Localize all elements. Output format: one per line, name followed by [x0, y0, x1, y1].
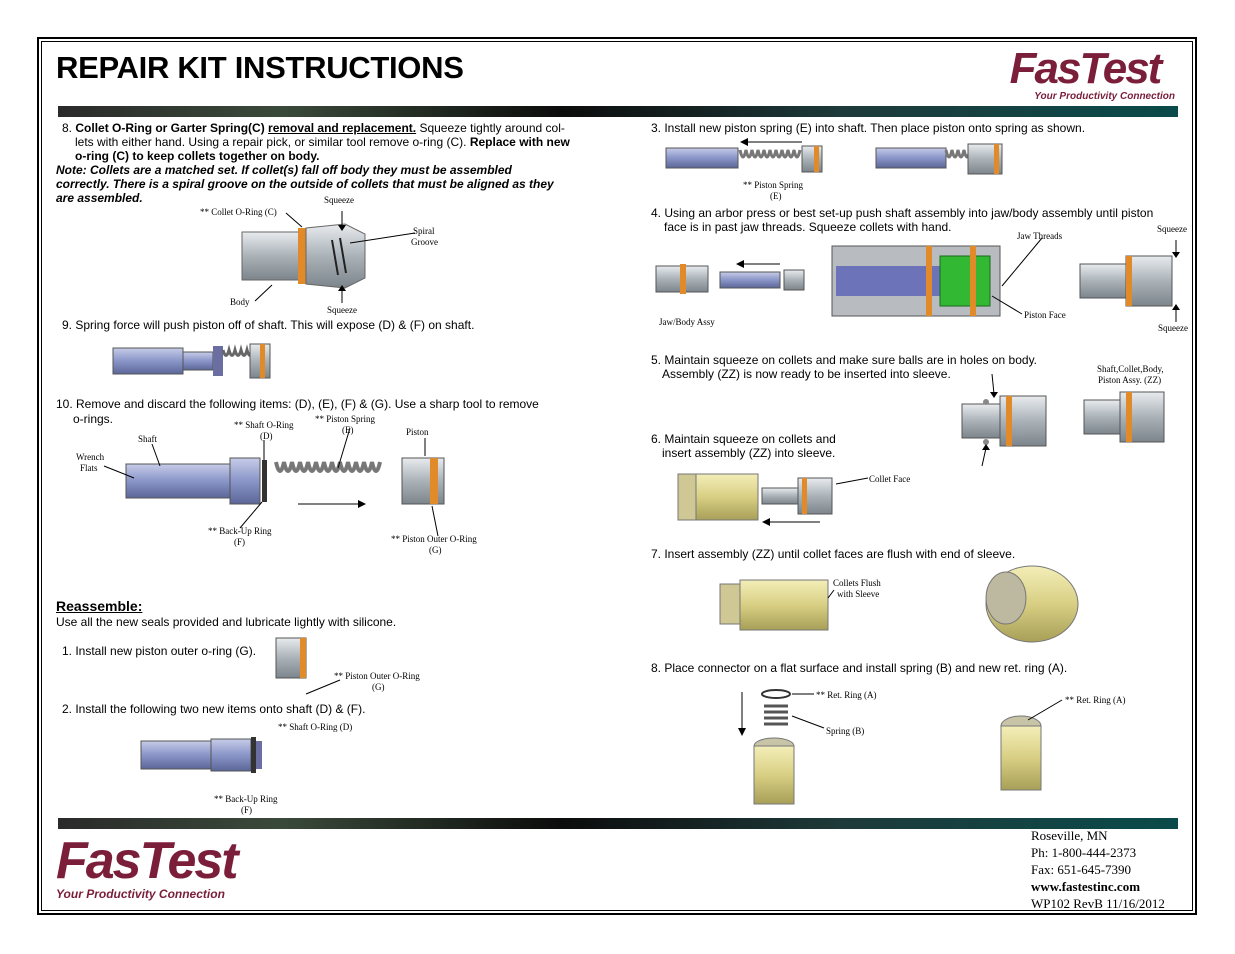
- step8-underline: removal and replacement.: [268, 121, 417, 135]
- label-piston-outer-g: (G): [429, 545, 442, 555]
- label-backup-ring: ** Back-Up Ring: [208, 526, 272, 536]
- label-step4-squeeze-top: Squeeze: [1157, 224, 1187, 234]
- label-step2-f: ** Back-Up Ring: [214, 794, 278, 804]
- collet-note: Note: Collets are a matched set. If coll…: [56, 163, 616, 205]
- label-squeeze-top: Squeeze: [324, 195, 354, 205]
- reassemble-step2: 2. Install the following two new items o…: [62, 702, 366, 716]
- step4-illustration: [655, 237, 1180, 322]
- label-shaft: Shaft: [138, 434, 157, 444]
- step6-line2: insert assembly (ZZ) into sleeve.: [662, 446, 836, 460]
- step8-right-text: 8. Place connector on a flat surface and…: [651, 661, 1068, 675]
- footer-doc-number: WP102 RevB 11/16/2012: [1031, 896, 1165, 911]
- footer-phone: Ph: 1-800-444-2373: [1031, 845, 1137, 860]
- label-step4-squeeze-bottom: Squeeze: [1158, 323, 1188, 333]
- brand-logo-top: FasTest Your Productivity Connection: [995, 46, 1175, 106]
- label-ret-ring-2: ** Ret. Ring (A): [1065, 695, 1126, 705]
- shaft-piston-illustration: [112, 343, 271, 379]
- step3-illustration: [665, 138, 1003, 175]
- label-collet-face: Collet Face: [869, 474, 911, 484]
- note-line-2: correctly. There is a spiral groove on t…: [56, 177, 554, 191]
- footer-city: Roseville, MN: [1031, 828, 1108, 843]
- step4-line1: 4. Using an arbor press or best set-up p…: [651, 206, 1154, 220]
- label-piston-spring-e: (E): [342, 425, 354, 435]
- page-border-inner: [41, 41, 1193, 911]
- page-title: REPAIR KIT INSTRUCTIONS: [56, 50, 464, 85]
- label-step2-d: ** Shaft O-Ring (D): [278, 722, 353, 732]
- footer-contact: Roseville, MN Ph: 1-800-444-2373 Fax: 65…: [1031, 827, 1181, 912]
- label-collets-flush: Collets Flush: [833, 578, 881, 588]
- step6-line1: 6. Maintain squeeze on collets and: [651, 432, 836, 446]
- step8-arrows: [254, 211, 416, 303]
- collet-oring-illustration: [241, 223, 366, 289]
- label-collet-oring: ** Collet O-Ring (C): [200, 207, 277, 217]
- label-piston-spring: ** Piston Spring: [315, 414, 376, 424]
- label-zz-2: Piston Assy. (ZZ): [1098, 375, 1162, 385]
- label-jaw-threads: Jaw Threads: [1017, 231, 1063, 241]
- label-shaft-oring: ** Shaft O-Ring: [234, 420, 294, 430]
- step-number: 8.: [62, 121, 73, 135]
- label-jaw-body: Jaw/Body Assy: [659, 317, 715, 327]
- label-ret-ring: ** Ret. Ring (A): [816, 690, 877, 700]
- step8-text-a: Squeeze tightly around col-: [419, 121, 565, 135]
- label-spring-b: Spring (B): [826, 726, 865, 736]
- label-squeeze-bottom: Squeeze: [327, 305, 357, 315]
- brand-logo-footer: FasTest Your Productivity Connection: [56, 835, 246, 901]
- step6-illustration: [677, 473, 869, 526]
- step8-title: Collet O-Ring or Garter Spring(C): [75, 121, 265, 135]
- header-divider: [58, 106, 1178, 117]
- label-with-sleeve: with Sleeve: [837, 589, 880, 599]
- reassemble-step1: 1. Install new piston outer o-ring (G).: [62, 644, 257, 658]
- label-flats: Flats: [80, 463, 98, 473]
- label-piston: Piston: [406, 427, 429, 437]
- step7-illustration: [719, 565, 1079, 643]
- footer-fax: Fax: 651-645-7390: [1031, 862, 1132, 877]
- note-line-3: are assembled.: [56, 191, 143, 205]
- label-step1-g: (G): [372, 682, 385, 692]
- label-piston-face: Piston Face: [1024, 310, 1066, 320]
- step5-line2: Assembly (ZZ) is now ready to be inserte…: [662, 367, 951, 381]
- label-shaft-oring-d: (D): [260, 431, 273, 441]
- left-step8-text: 8. Collet O-Ring or Garter Spring(C) rem…: [62, 121, 602, 163]
- step5-illustration: [961, 373, 1165, 467]
- step1-arrow: [305, 679, 341, 695]
- label-piston-outer: ** Piston Outer O-Ring: [391, 534, 477, 544]
- reassemble-heading: Reassemble:: [56, 598, 143, 614]
- logo-wordmark: FasTest: [1009, 44, 1163, 93]
- note-line-1: Note: Collets are a matched set. If coll…: [56, 163, 512, 177]
- label-step3-e: (E): [770, 191, 782, 201]
- label-step3-spring: ** Piston Spring: [743, 180, 804, 190]
- step10-line1: 10. Remove and discard the following ite…: [56, 397, 539, 411]
- step8-text-b: lets with either hand. Using a repair pi…: [75, 135, 467, 149]
- footer-website-link[interactable]: www.fastestinc.com: [1031, 879, 1141, 894]
- label-zz-1: Shaft,Collet,Body,: [1097, 364, 1164, 374]
- step8-right-illustration: [738, 689, 1063, 805]
- step5-line1: 5. Maintain squeeze on collets and make …: [651, 353, 1038, 367]
- shaft-new-seals-illustration: [140, 737, 262, 773]
- logo-tagline: Your Productivity Connection: [1034, 91, 1175, 102]
- label-backup-ring-f: (F): [234, 537, 245, 547]
- step8-bold-c: o-ring (C) to keep collets together on b…: [75, 149, 320, 163]
- step10-line2: o-rings.: [73, 412, 114, 426]
- label-spiral: Spiral: [413, 226, 435, 236]
- step3-text: 3. Install new piston spring (E) into sh…: [651, 121, 1086, 135]
- page-border-outer: [37, 37, 1197, 915]
- label-step2-f-letter: (F): [241, 805, 252, 815]
- label-groove: Groove: [411, 237, 438, 247]
- footer-logo-tagline: Your Productivity Connection: [56, 887, 225, 901]
- reassemble-intro: Use all the new seals provided and lubri…: [56, 615, 397, 629]
- footer-divider: [58, 818, 1178, 829]
- step7-text: 7. Insert assembly (ZZ) until collet fac…: [651, 547, 1016, 561]
- piston-outer-oring-illustration: [275, 637, 307, 679]
- label-wrench: Wrench: [76, 452, 105, 462]
- footer-logo-wordmark: FasTest: [56, 832, 239, 890]
- step8-bold-b: Replace with new: [469, 135, 570, 149]
- label-body: Body: [230, 297, 250, 307]
- exploded-shaft-illustration: [103, 427, 445, 537]
- step9-text: 9. Spring force will push piston off of …: [62, 318, 475, 332]
- step4-line2: face is in past jaw threads. Squeeze col…: [664, 220, 952, 234]
- label-step1-oring: ** Piston Outer O-Ring: [334, 671, 420, 681]
